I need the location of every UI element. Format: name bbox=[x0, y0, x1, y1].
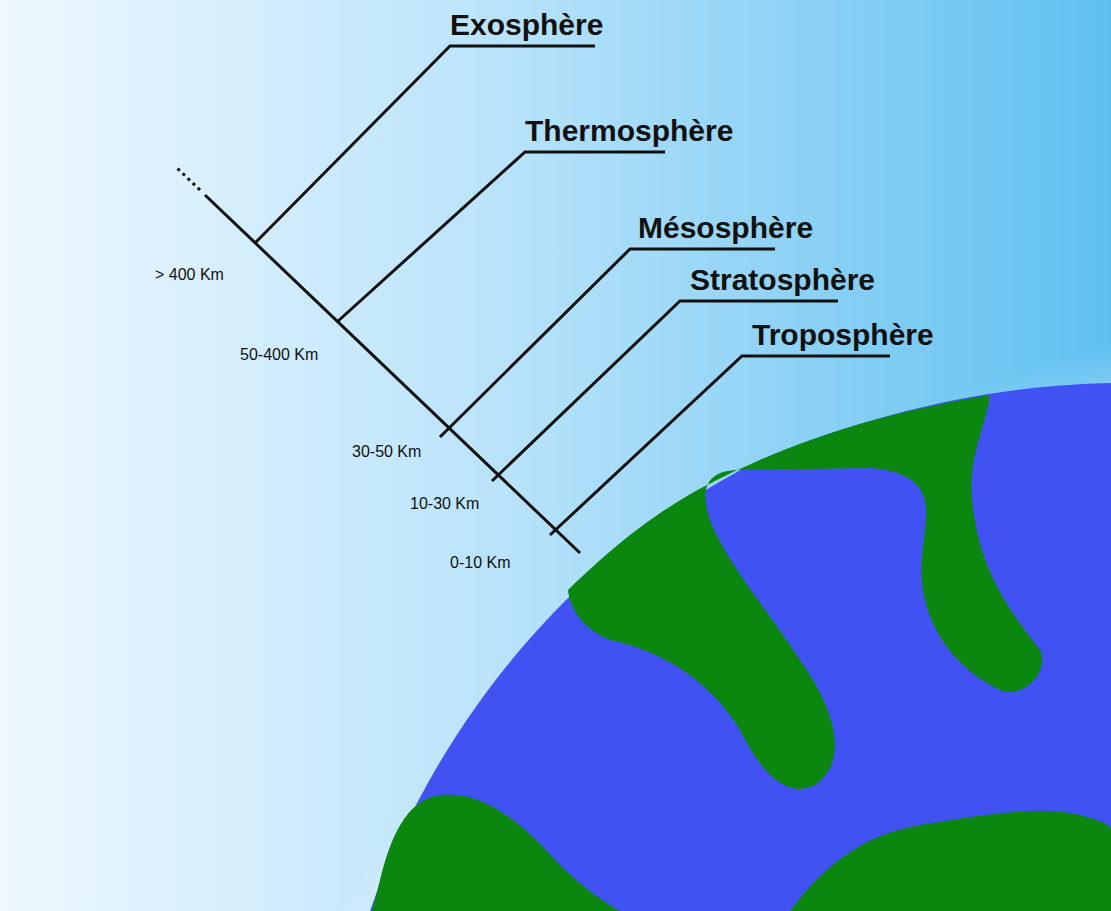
altitude-range: 50-400 Km bbox=[240, 345, 318, 364]
altitude-range: 30-50 Km bbox=[352, 442, 421, 461]
leader-line bbox=[550, 356, 890, 535]
continent bbox=[372, 794, 620, 911]
layer-name: Troposphère bbox=[752, 318, 934, 352]
altitude-range: > 400 Km bbox=[155, 265, 224, 284]
layer-name: Stratosphère bbox=[690, 263, 875, 297]
layer-name: Mésosphère bbox=[638, 211, 813, 245]
leader-line bbox=[337, 152, 665, 322]
altitude-range: 10-30 Km bbox=[410, 494, 479, 513]
layer-name: Thermosphère bbox=[525, 114, 733, 148]
continent bbox=[790, 811, 1111, 911]
continent bbox=[568, 395, 1042, 789]
earth bbox=[370, 383, 1111, 911]
axis-continuation bbox=[176, 167, 200, 190]
altitude-range: 0-10 Km bbox=[450, 553, 510, 572]
layer-name: Exosphère bbox=[450, 8, 603, 42]
altitude-axis bbox=[205, 195, 580, 553]
